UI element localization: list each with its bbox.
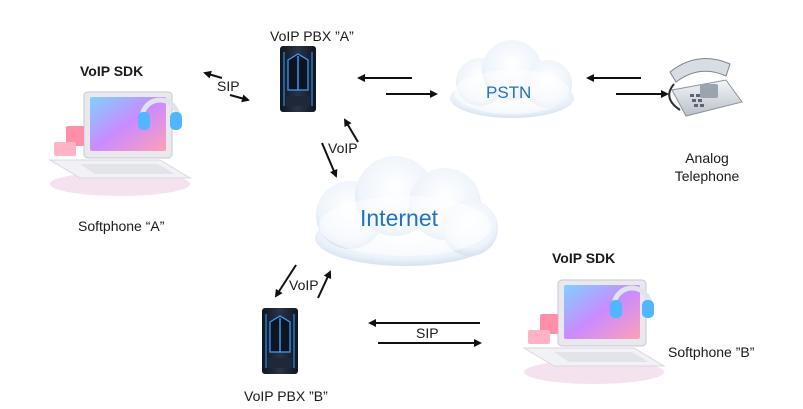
internet-cloud-icon bbox=[315, 156, 498, 266]
sip-b-label: SIP bbox=[416, 325, 439, 341]
internet-label: Internet bbox=[360, 205, 438, 231]
softphone-a-headphones-icon bbox=[138, 97, 182, 130]
arrow-internet-to-pbx-b bbox=[274, 264, 297, 298]
pbx-b-server-icon bbox=[262, 308, 298, 374]
pbx-a-server-icon bbox=[280, 46, 316, 112]
arrow-sip-a-left bbox=[203, 70, 223, 79]
softphone-b-caption: Softphone ”B” bbox=[668, 344, 755, 360]
pstn-cloud-icon bbox=[450, 40, 574, 118]
voip-b-label: VoIP bbox=[289, 277, 319, 293]
pbx-b-caption: VoIP PBX ”B” bbox=[244, 388, 328, 404]
softphone-a-laptop-icon bbox=[48, 91, 192, 196]
softphone-b-title: VoIP SDK bbox=[552, 250, 616, 266]
softphone-a-title: VoIP SDK bbox=[80, 63, 144, 79]
sip-a-label: SIP bbox=[217, 78, 240, 94]
analog-telephone-caption-line1: Analog bbox=[685, 150, 729, 166]
pbx-a-caption: VoIP PBX ”A” bbox=[270, 28, 354, 44]
softphone-b-laptop-icon bbox=[522, 279, 666, 384]
softphone-a-caption: Softphone “A” bbox=[78, 218, 165, 234]
arrow-pbx-b-to-internet bbox=[317, 270, 332, 299]
analog-telephone-caption-line2: Telephone bbox=[674, 168, 740, 184]
connection-arrows bbox=[203, 70, 669, 347]
softphone-b-headphones-icon bbox=[610, 285, 654, 318]
arrow-internet-to-pbx-a bbox=[343, 118, 359, 143]
voip-a-label: VoIP bbox=[328, 140, 358, 156]
arrow-pbx-a-to-internet bbox=[321, 142, 338, 178]
arrow-sip-a-right bbox=[229, 94, 250, 103]
analog-telephone-icon bbox=[668, 58, 743, 117]
pstn-label: PSTN bbox=[486, 83, 532, 102]
